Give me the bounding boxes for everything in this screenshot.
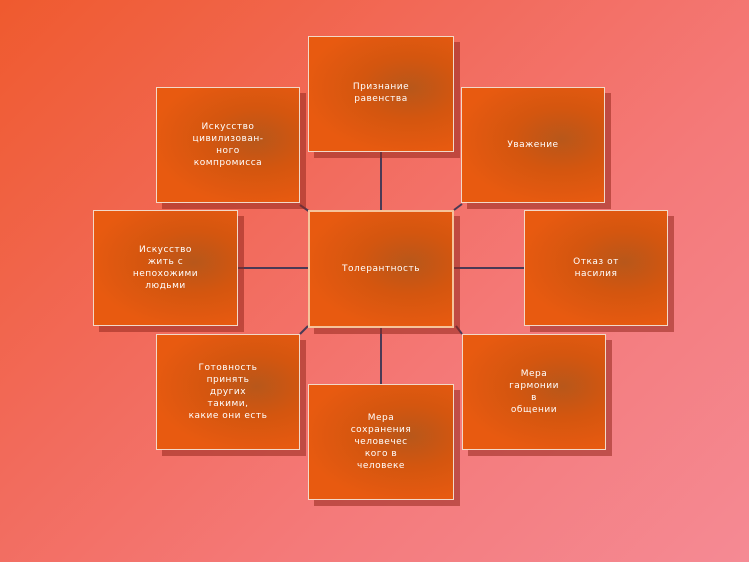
node-harmony-in-communication: Мера гармонии в общении bbox=[462, 334, 606, 450]
node-civilized-compromise: Искусство цивилизован- ного компромисса bbox=[156, 87, 300, 203]
connector-bottom-right bbox=[455, 325, 463, 335]
node-acceptance: Готовность принять других такими, какие … bbox=[156, 334, 300, 450]
node-respect-label: Уважение bbox=[507, 140, 559, 150]
node-preserving-humanity: Мера сохранения человечес кого в человек… bbox=[308, 384, 454, 500]
node-respect: Уважение bbox=[461, 87, 605, 203]
node-harmony-in-communication-label: Мера гармонии в общении bbox=[509, 369, 559, 415]
node-acceptance-label: Готовность принять других такими, какие … bbox=[188, 363, 268, 421]
node-preserving-humanity-label: Мера сохранения человечес кого в человек… bbox=[350, 413, 412, 471]
node-recognition-of-equality: Признание равенства bbox=[308, 36, 454, 152]
node-rejecting-violence: Отказ от насилия bbox=[524, 210, 668, 326]
node-living-with-others: Искусство жить с непохожими людьми bbox=[93, 210, 238, 326]
node-living-with-others-label: Искусство жить с непохожими людьми bbox=[132, 245, 199, 291]
connector-bottom-left bbox=[299, 325, 309, 335]
node-tolerance-center: Толерантность bbox=[308, 210, 454, 328]
connector-top-right bbox=[453, 203, 463, 211]
node-rejecting-violence-label: Отказ от насилия bbox=[573, 257, 619, 279]
node-tolerance-center-label: Толерантность bbox=[341, 264, 421, 274]
node-recognition-of-equality-label: Признание равенства bbox=[352, 82, 410, 104]
node-civilized-compromise-label: Искусство цивилизован- ного компромисса bbox=[192, 122, 264, 168]
